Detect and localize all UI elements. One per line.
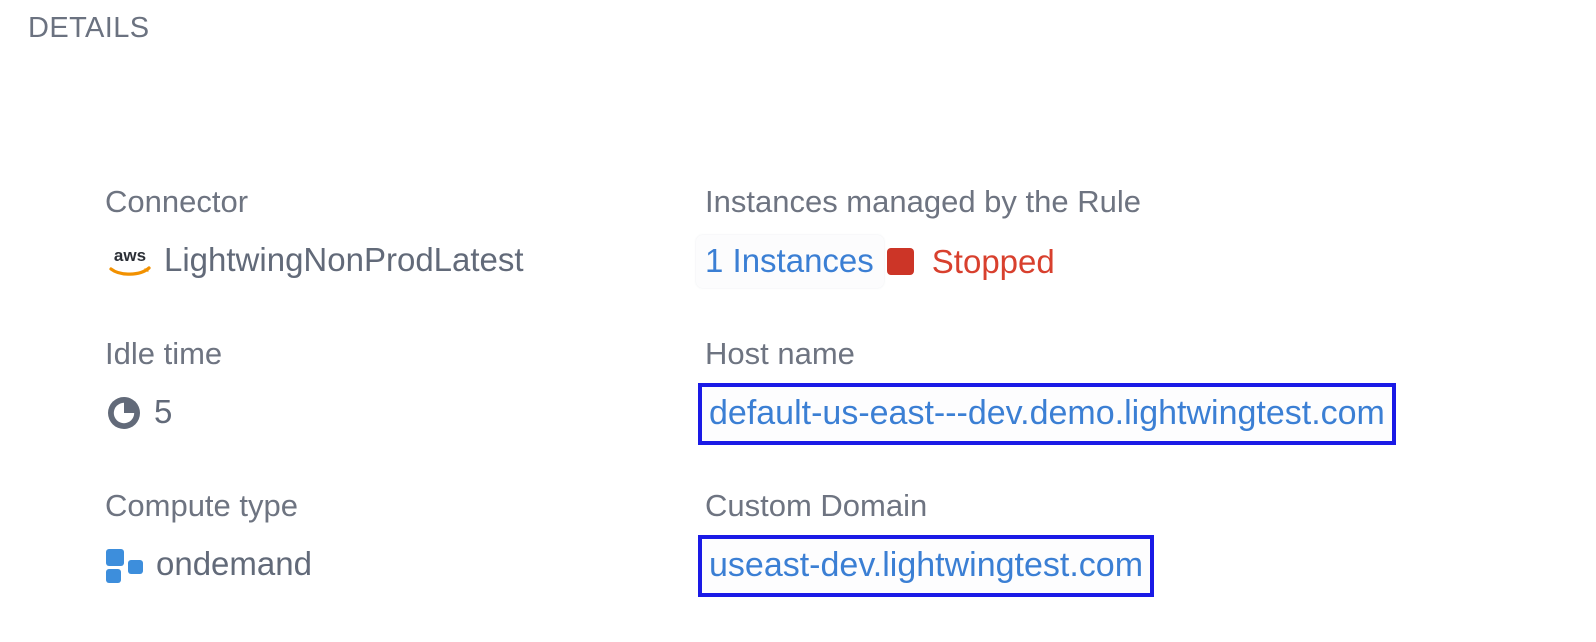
instances-link-surface[interactable]: 1 Instances [696,235,884,288]
field-host-name: Host name default-us-east---dev.demo.lig… [698,334,1575,486]
compute-type-value-row: ondemand [105,542,705,586]
field-instances: Instances managed by the Rule 1 Instance… [696,182,1575,334]
connector-value-row: aws LightwingNonProdLatest [105,238,705,282]
custom-domain-link[interactable]: useast-dev.lightwingtest.com [709,546,1144,584]
status-square-icon [886,248,914,275]
instances-label: Instances managed by the Rule [705,184,1141,219]
idle-time-label: Idle time [105,336,223,371]
status-badge: Stopped [886,242,1055,282]
svg-text:aws: aws [114,246,146,265]
connector-label: Connector [105,184,249,219]
status-label: Stopped [931,242,1055,280]
host-name-highlight-box[interactable]: default-us-east---dev.demo.lightwingtest… [698,383,1396,445]
idle-time-value-text: 5 [154,393,173,430]
compute-type-label: Compute type [105,488,298,523]
host-name-label: Host name [705,336,855,371]
custom-domain-highlight-box[interactable]: useast-dev.lightwingtest.com [698,535,1155,597]
compute-squares-icon [105,547,147,585]
field-custom-domain: Custom Domain useast-dev.lightwingtest.c… [698,486,1575,638]
aws-logo-icon: aws [105,241,155,281]
field-compute-type: Compute type ondemand [105,486,705,638]
field-idle-time: Idle time 5 [105,334,705,486]
custom-domain-label: Custom Domain [705,488,928,523]
host-name-link[interactable]: default-us-east---dev.demo.lightwingtest… [709,394,1385,432]
details-grid: Connector aws LightwingNonProdLatest Ins… [105,182,1575,638]
idle-time-value-row: 5 [105,390,705,434]
connector-value-text: LightwingNonProdLatest [164,241,524,278]
clock-icon [105,394,143,432]
instances-value-row: 1 Instances Stopped [696,235,1575,288]
compute-type-value-text: ondemand [156,545,312,582]
field-connector: Connector aws LightwingNonProdLatest [105,182,705,334]
instances-count-link[interactable]: 1 Instances [705,242,874,279]
page-title: DETAILS [28,12,150,44]
